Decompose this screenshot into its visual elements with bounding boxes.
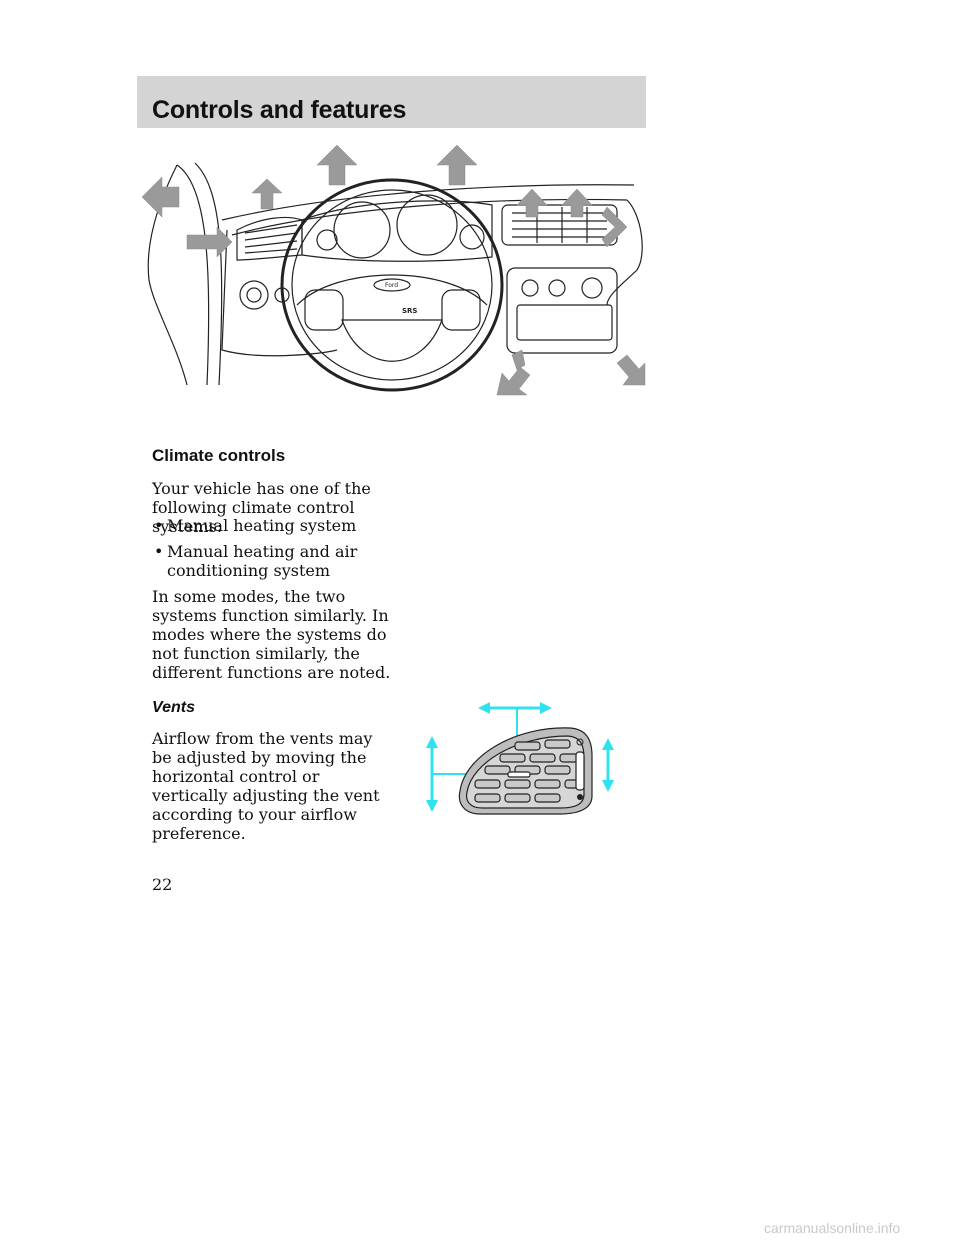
bullet-list: •Manual heating system •Manual heating a… [152,516,392,587]
vent-illustration [426,702,614,815]
page-number: 22 [152,875,173,894]
airflow-arrow-icon [141,145,646,396]
bullet-icon: • [154,516,164,535]
list-item: •Manual heating system [154,516,357,535]
vents-heading: Vents [152,699,195,716]
dashboard-illustration: Ford SRS [141,145,646,396]
watermark: carmanualsonline.info [764,1220,901,1236]
intro-paragraph: Your vehicle has one of the following cl… [152,479,371,536]
page-title: Controls and features [152,96,407,124]
section-heading: Climate controls [152,446,286,465]
bullet-icon: • [154,542,164,561]
modes-paragraph: In some modes, the two systems function … [152,587,391,682]
vents-paragraph: Airflow from the vents may be adjusted b… [152,729,380,843]
ford-logo-icon: Ford [385,282,398,289]
srs-label: SRS [402,307,417,315]
airflow-direction-arrows [426,702,614,812]
list-item: •Manual heating and air conditioning sys… [154,542,358,580]
header-band [137,76,646,128]
